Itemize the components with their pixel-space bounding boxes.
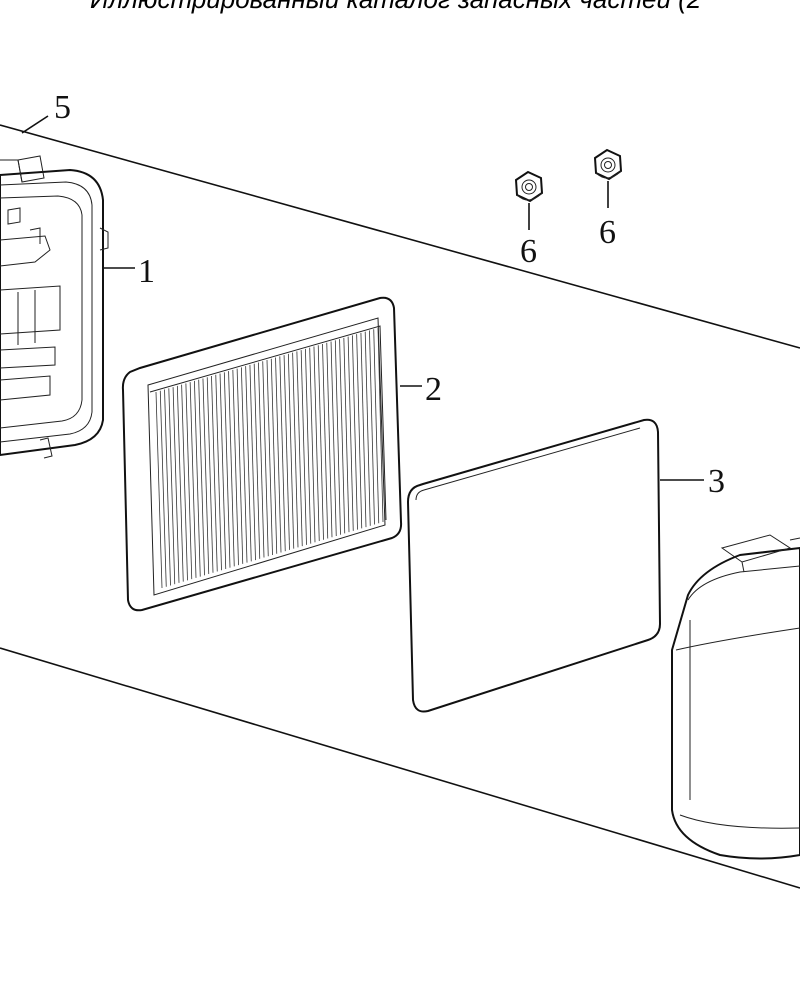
filter-pleat-line (176, 385, 184, 582)
filter-pleat-line (266, 359, 273, 556)
filter-pleat-line (326, 342, 333, 538)
filter-pleat-line (373, 329, 380, 524)
filter-pleat-line (351, 335, 358, 530)
filter-pleat-line (364, 331, 371, 526)
filter-pleat-line (240, 367, 248, 563)
part-nut-a (514, 170, 544, 203)
filter-pleat-line (185, 383, 193, 580)
part-housing (0, 155, 109, 459)
part-nut-b (593, 148, 623, 181)
filter-pleat-line (292, 352, 299, 548)
filter-pleats (155, 327, 384, 589)
filter-pleat-line (258, 362, 265, 558)
filter-pleat-line (322, 343, 329, 539)
filter-pleat-line (339, 339, 346, 534)
filter-pleat-line (189, 382, 197, 578)
assembly-frame (0, 124, 800, 889)
filter-pleat-line (305, 348, 312, 544)
filter-pleat-line (198, 379, 205, 576)
filter-pleat-line (228, 371, 235, 567)
filter-pleat-line (249, 364, 256, 561)
filter-pleat-line (172, 387, 180, 583)
part-filter-element (121, 296, 403, 612)
filter-pleat-line (223, 372, 231, 568)
filter-pleat-line (253, 363, 261, 559)
filter-pleat-line (159, 390, 167, 587)
filter-pleat-line (313, 346, 320, 542)
callout-3: 3 (708, 463, 725, 500)
filter-pleat-line (309, 347, 316, 543)
part-foam-prefilter (406, 418, 662, 713)
callout-5: 5 (54, 89, 71, 126)
filter-pleat-line (194, 380, 201, 577)
leader-lines (21, 115, 704, 481)
filter-pleat-line (279, 356, 286, 552)
filter-pleat-line (334, 340, 341, 535)
filter-pleat-line (168, 388, 176, 585)
callout-labels: 5 1 2 3 6 6 (54, 89, 725, 500)
filter-pleat-line (377, 327, 384, 523)
filter-pleat-line (206, 377, 214, 573)
part-cover (671, 534, 800, 860)
filter-pleat-line (164, 389, 171, 586)
catalog-title: Иллюстрированный каталог запасных частей… (90, 0, 701, 15)
filter-pleat-line (181, 384, 188, 581)
filter-pleat-line (296, 351, 303, 547)
filter-pleat-line (330, 341, 337, 536)
callout-2: 2 (425, 371, 442, 408)
filter-pleat-line (236, 368, 244, 564)
callout-6-left: 6 (520, 233, 537, 270)
filter-pleat-line (369, 330, 375, 525)
filter-pleat-line (360, 332, 367, 528)
filter-pleat-line (215, 374, 222, 571)
filter-pleat-line (245, 366, 252, 562)
filter-pleat-line (356, 334, 363, 529)
filter-pleat-line (343, 337, 350, 533)
filter-pleat-line (270, 358, 278, 554)
filter-pleat-line (287, 353, 295, 549)
filter-pleat-line (211, 375, 218, 572)
filter-pleat-line (347, 336, 354, 531)
callout-1: 1 (138, 253, 155, 290)
filter-pleat-line (317, 345, 324, 540)
filter-pleat-line (155, 391, 163, 589)
filter-pleat-line (202, 378, 210, 575)
filter-pleat-line (300, 350, 307, 545)
filter-pleat-line (232, 369, 239, 566)
filter-pleat-line (219, 373, 227, 569)
filter-pleat-line (283, 355, 290, 550)
callout-6-right: 6 (599, 214, 616, 251)
filter-pleat-line (262, 361, 269, 557)
filter-pleat-line (275, 357, 282, 553)
